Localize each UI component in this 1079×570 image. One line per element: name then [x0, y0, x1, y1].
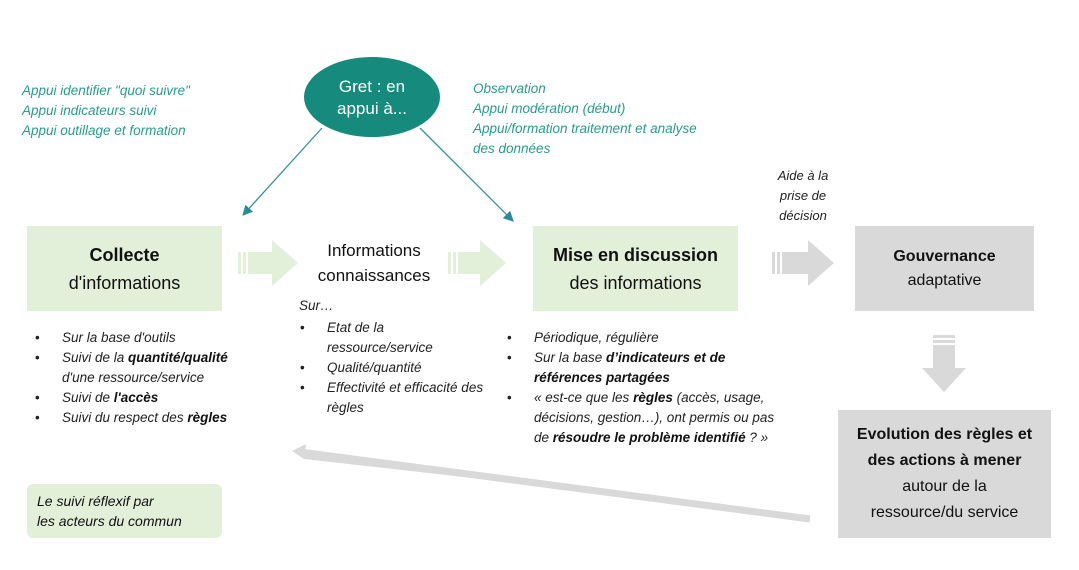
evolution-subtitle: ressource/du service: [870, 504, 1019, 521]
bullet-text: Etat de la ressource/service: [327, 320, 433, 355]
discussion-subtitle: des informations: [569, 272, 702, 293]
bullet-item: Sur la base d’indicateurs et de référenc…: [507, 348, 782, 388]
gret-line: appui à...: [337, 99, 407, 118]
bullet-item: Suivi de l'accès: [35, 388, 260, 408]
collecte-box: Collecte d'informations: [27, 226, 222, 311]
gouvernance-subtitle: adaptative: [907, 271, 982, 289]
bullet-item: Effectivité et efficacité des règles: [300, 378, 485, 418]
bullet-text: « est-ce que les: [534, 390, 634, 405]
note: Appui modération (début): [473, 101, 626, 116]
arrow-gouvernance-to-evolution: [922, 335, 966, 392]
bullet-text: Qualité/quantité: [327, 360, 422, 375]
informations-label: Informations connaissances: [300, 238, 448, 288]
feedback-arrow: [292, 444, 811, 523]
reflexive-line: Le suivi réflexif par: [37, 493, 154, 509]
gret-left-notes: Appui identifier "quoi suivre" Appui ind…: [22, 81, 190, 141]
bullet-emphasis: quantité/qualité: [128, 350, 228, 365]
bullet-item: Périodique, régulière: [507, 328, 782, 348]
note: Appui indicateurs suivi: [22, 103, 157, 118]
bullet-text: ? »: [745, 430, 769, 445]
gret-arrow-right: [419, 127, 514, 222]
bullet-text: d'une ressource/service: [62, 370, 205, 385]
bullet-item: Suivi de la quantité/qualité d'une resso…: [35, 348, 260, 388]
bullet-emphasis: résoudre le problème identifié: [552, 430, 746, 445]
note: Appui/formation traitement et analyse: [473, 121, 697, 136]
bullet-item: Etat de la ressource/service: [300, 318, 485, 358]
evolution-box: Evolution des règles et des actions à me…: [838, 410, 1051, 538]
bullet-text: Suivi de: [62, 390, 114, 405]
bullet-emphasis: règles: [187, 410, 228, 425]
gret-right-notes: Observation Appui modération (début) App…: [473, 79, 697, 159]
note: des données: [473, 141, 551, 156]
bullet-text: Suivi de la: [62, 350, 129, 365]
collecte-subtitle: d'informations: [68, 272, 181, 293]
note: Observation: [473, 81, 546, 96]
informations-line: Informations: [327, 241, 421, 260]
evolution-title: Evolution des règles et: [856, 426, 1033, 443]
bullet-text: (accès, usage, décisions, gestion…), ont…: [534, 390, 775, 445]
arrow-collecte-to-info: [238, 240, 298, 286]
informations-intro: Sur…: [299, 298, 334, 313]
discussion-title: Mise en discussion: [552, 244, 719, 265]
collecte-title: Collecte: [89, 244, 160, 265]
gret-label: Gret : en appui à...: [320, 76, 424, 120]
arrow-discussion-to-gouvernance: [772, 240, 834, 286]
bullet-text: Sur la base: [534, 350, 607, 365]
reflexive-box: Le suivi réflexif par les acteurs du com…: [27, 484, 222, 538]
arrow-info-to-discussion: [448, 240, 506, 286]
decision-line: prise de: [779, 188, 827, 203]
bullet-text: Périodique, régulière: [534, 330, 659, 345]
bullet-text: Suivi du respect des: [62, 410, 188, 425]
bullet-item: Suivi du respect des règles: [35, 408, 260, 428]
gret-line: Gret : en: [338, 77, 406, 96]
bullet-emphasis: règles: [633, 390, 673, 405]
bullet-item: Qualité/quantité: [300, 358, 485, 378]
discussion-box: Mise en discussion des informations: [533, 226, 738, 311]
reflexive-line: les acteurs du commun: [37, 513, 182, 529]
evolution-subtitle: autour de la: [902, 478, 987, 495]
gouvernance-box: Gouvernance adaptative: [855, 226, 1034, 311]
bullet-text: Effectivité et efficacité des règles: [327, 380, 484, 415]
decision-line: Aide à la: [777, 168, 829, 183]
evolution-title: des actions à mener: [867, 452, 1022, 469]
decision-label: Aide à la prise de décision: [760, 166, 846, 226]
bullet-emphasis: d’indicateurs et de références partagées: [534, 350, 726, 385]
discussion-bullets: Périodique, régulièreSur la base d’indic…: [507, 328, 782, 448]
collecte-bullets: Sur la base d'outilsSuivi de la quantité…: [35, 328, 260, 428]
gret-arrow-left: [242, 127, 323, 216]
gouvernance-title: Gouvernance: [893, 247, 996, 265]
informations-line: connaissances: [317, 266, 431, 285]
bullet-text: Sur la base d'outils: [62, 330, 176, 345]
decision-line: décision: [779, 208, 827, 223]
note: Appui outillage et formation: [22, 123, 186, 138]
bullet-emphasis: l'accès: [113, 390, 159, 405]
informations-bullets: Etat de la ressource/serviceQualité/quan…: [300, 318, 485, 418]
gret-ellipse: [304, 57, 440, 137]
note: Appui identifier "quoi suivre": [22, 83, 190, 98]
bullet-item: « est-ce que les règles (accès, usage, d…: [507, 388, 782, 448]
bullet-item: Sur la base d'outils: [35, 328, 260, 348]
